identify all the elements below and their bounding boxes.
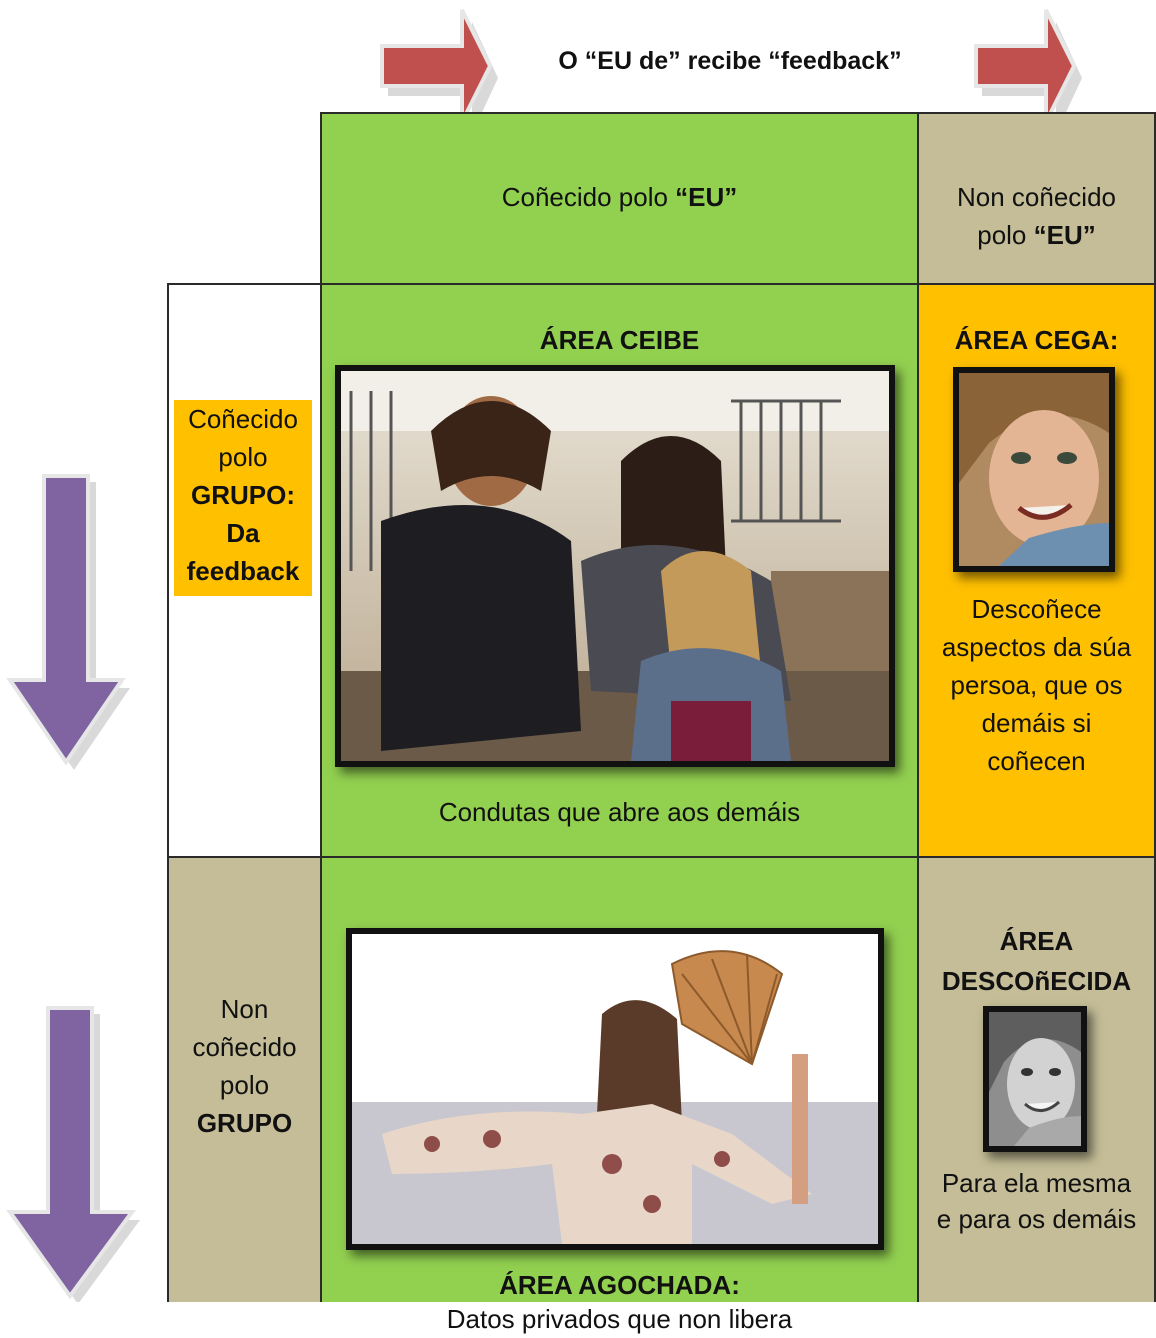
area-descoñecida-desc1: Para ela mesma <box>941 1168 1132 1198</box>
row-header-known-group: Coñecido polo GRUPO: Da feedback <box>167 283 322 858</box>
right-arrow-icon-right <box>974 9 1082 134</box>
row-header-unknown-group-line2: coñecido <box>192 1032 297 1062</box>
row-header-known-group-line3: GRUPO: <box>191 480 295 510</box>
unknown-area-photo <box>983 1006 1087 1152</box>
down-arrow-icon-bottom <box>6 1006 140 1302</box>
row-header-known-group-line2: polo <box>218 442 268 472</box>
column-header-unknown-self-bold: “EU” <box>1033 220 1096 250</box>
area-cega-desc-line1: Descoñece <box>971 594 1102 624</box>
area-cega-desc-line5: coñecen <box>987 746 1086 776</box>
group-photo-image <box>341 371 889 761</box>
row-header-known-group-label: Coñecido polo GRUPO: Da feedback <box>174 400 312 596</box>
area-ceibe-caption: Condutas que abre aos demáis <box>438 797 801 827</box>
column-header-unknown-self: Non coñecido polo “EU” <box>917 112 1156 285</box>
column-header-known-self-bold: “EU” <box>675 182 738 212</box>
header-title: O “EU de” recibe “feedback” <box>558 47 902 75</box>
hidden-area-photo-image <box>352 934 878 1244</box>
down-arrow-icon-top <box>6 474 130 770</box>
area-cega-desc-line3: persoa, que os <box>950 670 1123 700</box>
area-agochada: ÁREA AGOCHADA: Datos privados que non li… <box>320 856 919 1334</box>
area-cega-desc-line2: aspectos da súa <box>941 632 1132 662</box>
row-header-known-group-line1: Coñecido <box>188 404 298 434</box>
area-agochada-title: ÁREA AGOCHADA: <box>499 1270 740 1300</box>
row-header-known-group-line4: Da <box>226 518 260 548</box>
group-photo <box>335 365 895 767</box>
column-header-unknown-self-line1: Non coñecido <box>957 182 1116 212</box>
area-descoñecida: ÁREA DESCOñECIDA Para ela mesma e para o… <box>917 856 1156 1302</box>
area-agochada-caption: Datos privados que non libera <box>446 1304 793 1334</box>
row-header-unknown-group: Non coñecido polo GRUPO <box>167 856 322 1302</box>
column-header-known-self-text: Coñecido polo <box>501 182 676 212</box>
area-descoñecida-title1: ÁREA <box>999 926 1074 956</box>
row-header-known-group-line5: feedback <box>186 556 300 586</box>
blind-area-photo <box>953 367 1115 572</box>
right-arrow-icon-left <box>380 9 498 134</box>
area-cega-desc-line4: demáis si <box>981 708 1092 738</box>
area-ceibe: ÁREA CEIBE Condutas <box>320 283 919 858</box>
area-cega-title: ÁREA CEGA: <box>954 325 1119 355</box>
area-descoñecida-title2: DESCOñECIDA <box>941 966 1132 996</box>
unknown-area-photo-image <box>989 1012 1081 1146</box>
area-descoñecida-desc2: e para os demáis <box>936 1204 1137 1234</box>
column-header-unknown-self-line2: polo <box>977 220 1034 250</box>
column-header-known-self: Coñecido polo “EU” <box>320 112 919 285</box>
blind-area-photo-image <box>959 373 1109 566</box>
row-header-unknown-group-line3: polo <box>219 1070 270 1100</box>
area-cega: ÁREA CEGA: Descoñece aspectos da súa per… <box>917 283 1156 858</box>
area-cega-description: Descoñece aspectos da súa persoa, que os… <box>919 590 1154 780</box>
hidden-area-photo <box>346 928 884 1250</box>
area-ceibe-title: ÁREA CEIBE <box>539 325 700 355</box>
row-header-unknown-group-line1: Non <box>220 994 269 1024</box>
row-header-unknown-group-line4: GRUPO <box>196 1108 293 1138</box>
